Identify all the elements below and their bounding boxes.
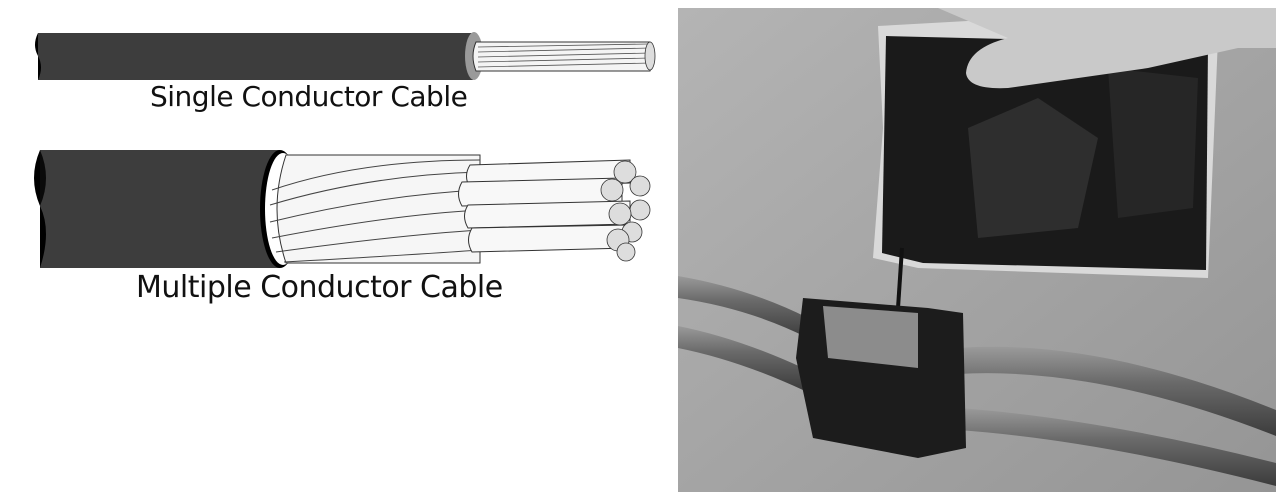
single-conductor-cable-illustration [35, 32, 656, 80]
panel-divider [676, 0, 678, 500]
cable-diagram-panel: Single Conductor Cable Multiple Conduct [34, 32, 656, 305]
multiple-conductor-caption: Multiple Conductor Cable [136, 270, 503, 305]
multiple-conductor-cable-illustration [34, 150, 651, 268]
photo-illustration [678, 8, 1276, 492]
resin-splice-photo [678, 8, 1276, 492]
single-conductor-caption: Single Conductor Cable [150, 80, 468, 113]
